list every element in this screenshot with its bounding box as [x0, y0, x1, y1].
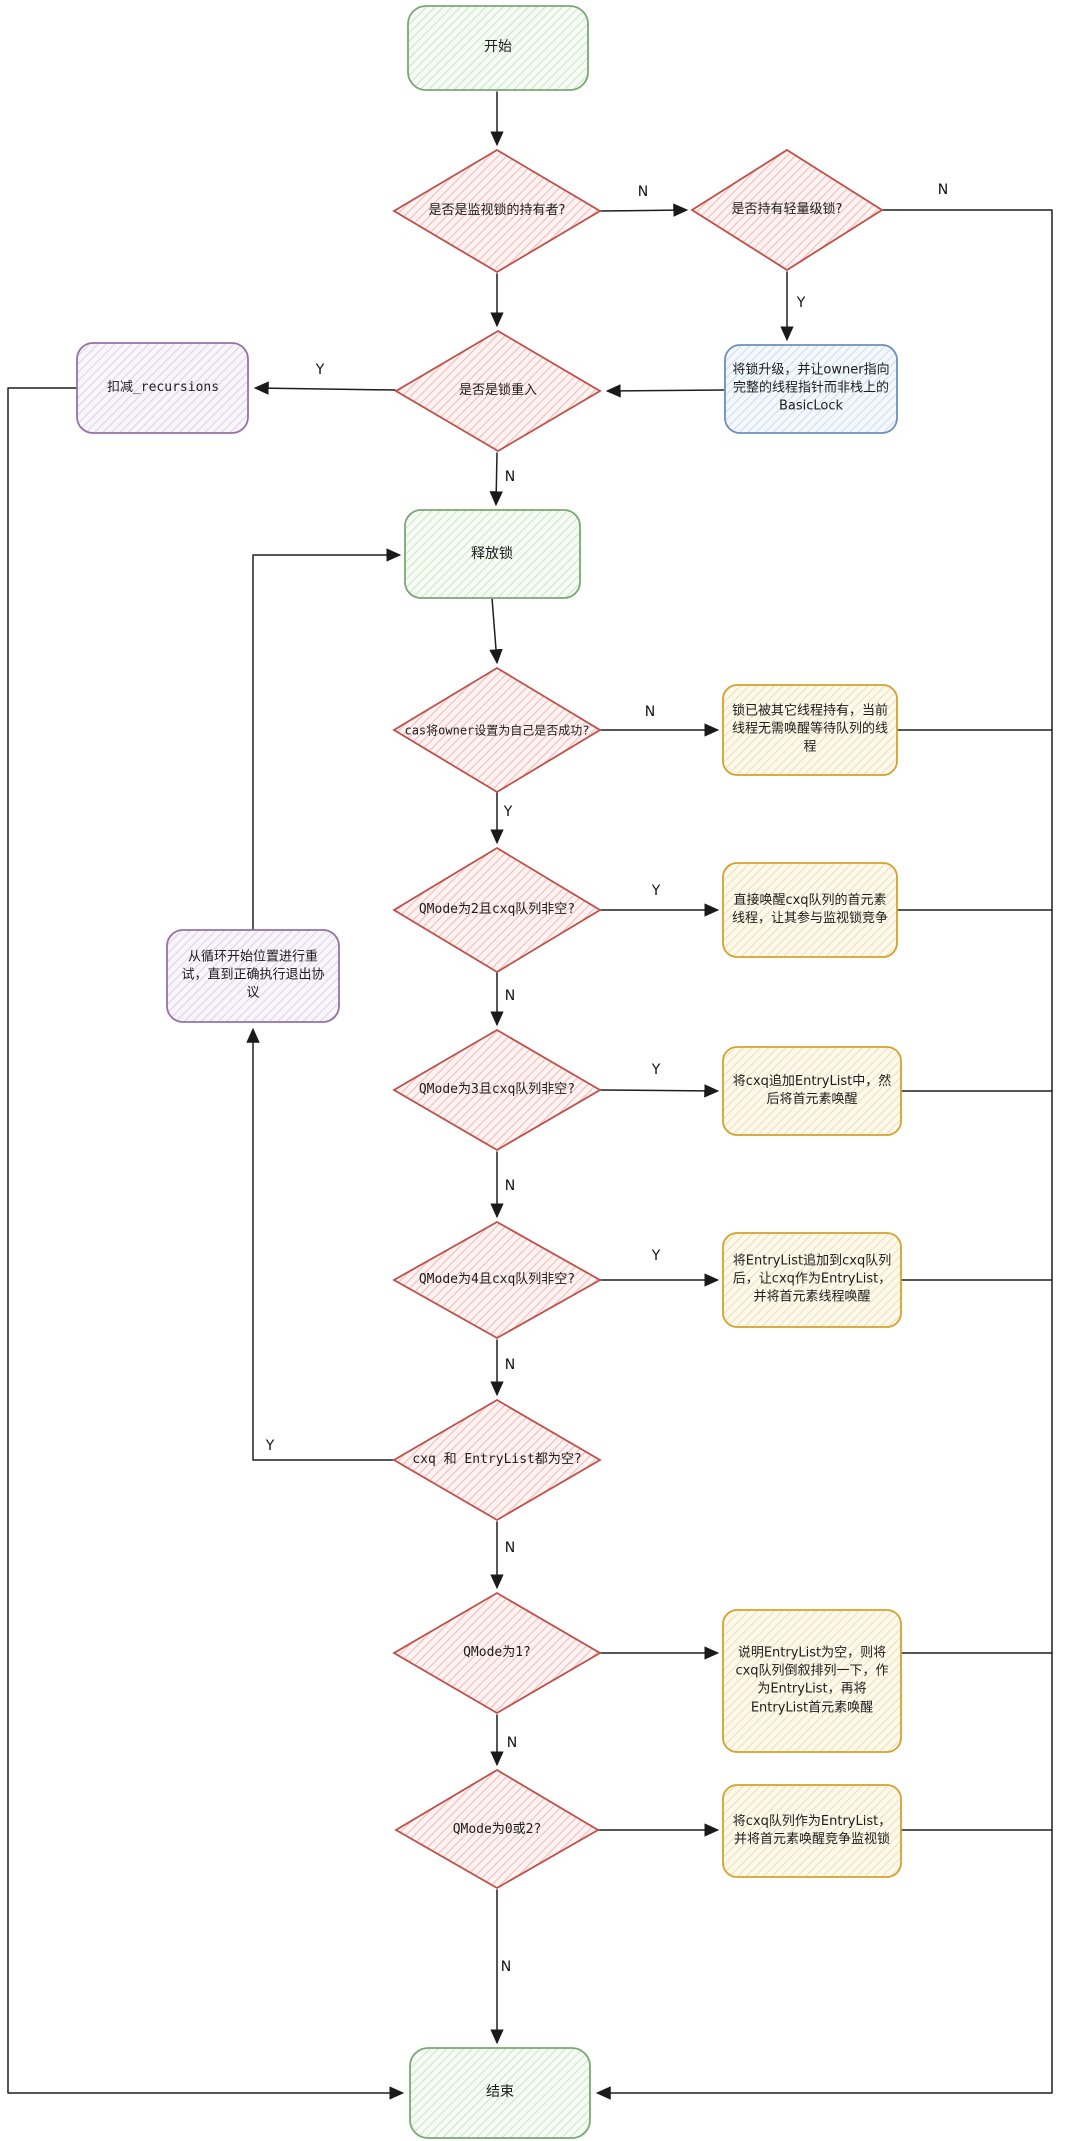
- edge-bothempty-Y-retry: [246, 1027, 396, 1461]
- start-node-shape: [407, 5, 589, 91]
- append-cxq-shape: [722, 1046, 902, 1136]
- edge-reentrant-N-release: [489, 452, 503, 507]
- decision-owner-shape: [392, 148, 602, 274]
- end-node-shape: [409, 2047, 591, 2139]
- held-by-other-shape: [722, 684, 898, 776]
- wake-cxq-head-shape: [722, 862, 898, 958]
- edge-decrement-to-end: [7, 387, 405, 2100]
- edge-lightweight-N-end: [595, 209, 1053, 2100]
- edge-qmode3-Y-appendcxq: [599, 1084, 720, 1098]
- retry-loop-shape: [166, 929, 340, 1023]
- edge-owner-N-lightweight: [599, 203, 689, 217]
- decision-cas-shape: [392, 666, 602, 794]
- reverse-cxq-shape: [722, 1609, 902, 1753]
- decision-qmode1-shape: [392, 1591, 602, 1715]
- decision-lightweight-shape: [690, 148, 884, 272]
- cxq-as-entrylist-shape: [722, 1784, 902, 1878]
- decrement-shape: [76, 342, 249, 434]
- decision-qmode2-shape: [392, 846, 602, 974]
- decision-reentrant-shape: [394, 329, 602, 453]
- decision-qmode3-shape: [392, 1028, 602, 1152]
- edge-reentrant-Y-decrement: [253, 381, 396, 395]
- decision-qmode4-shape: [392, 1220, 602, 1340]
- append-entrylist-shape: [722, 1232, 902, 1328]
- edge-retry-to-release: [252, 548, 402, 931]
- edge-release-to-cas: [489, 597, 503, 665]
- release-lock-shape: [404, 509, 581, 599]
- decision-both-empty-shape: [392, 1398, 602, 1522]
- edge-upgrade-to-reentrant: [605, 384, 726, 398]
- upgrade-lock-shape: [724, 344, 898, 434]
- decision-qmode0or2-shape: [394, 1768, 600, 1890]
